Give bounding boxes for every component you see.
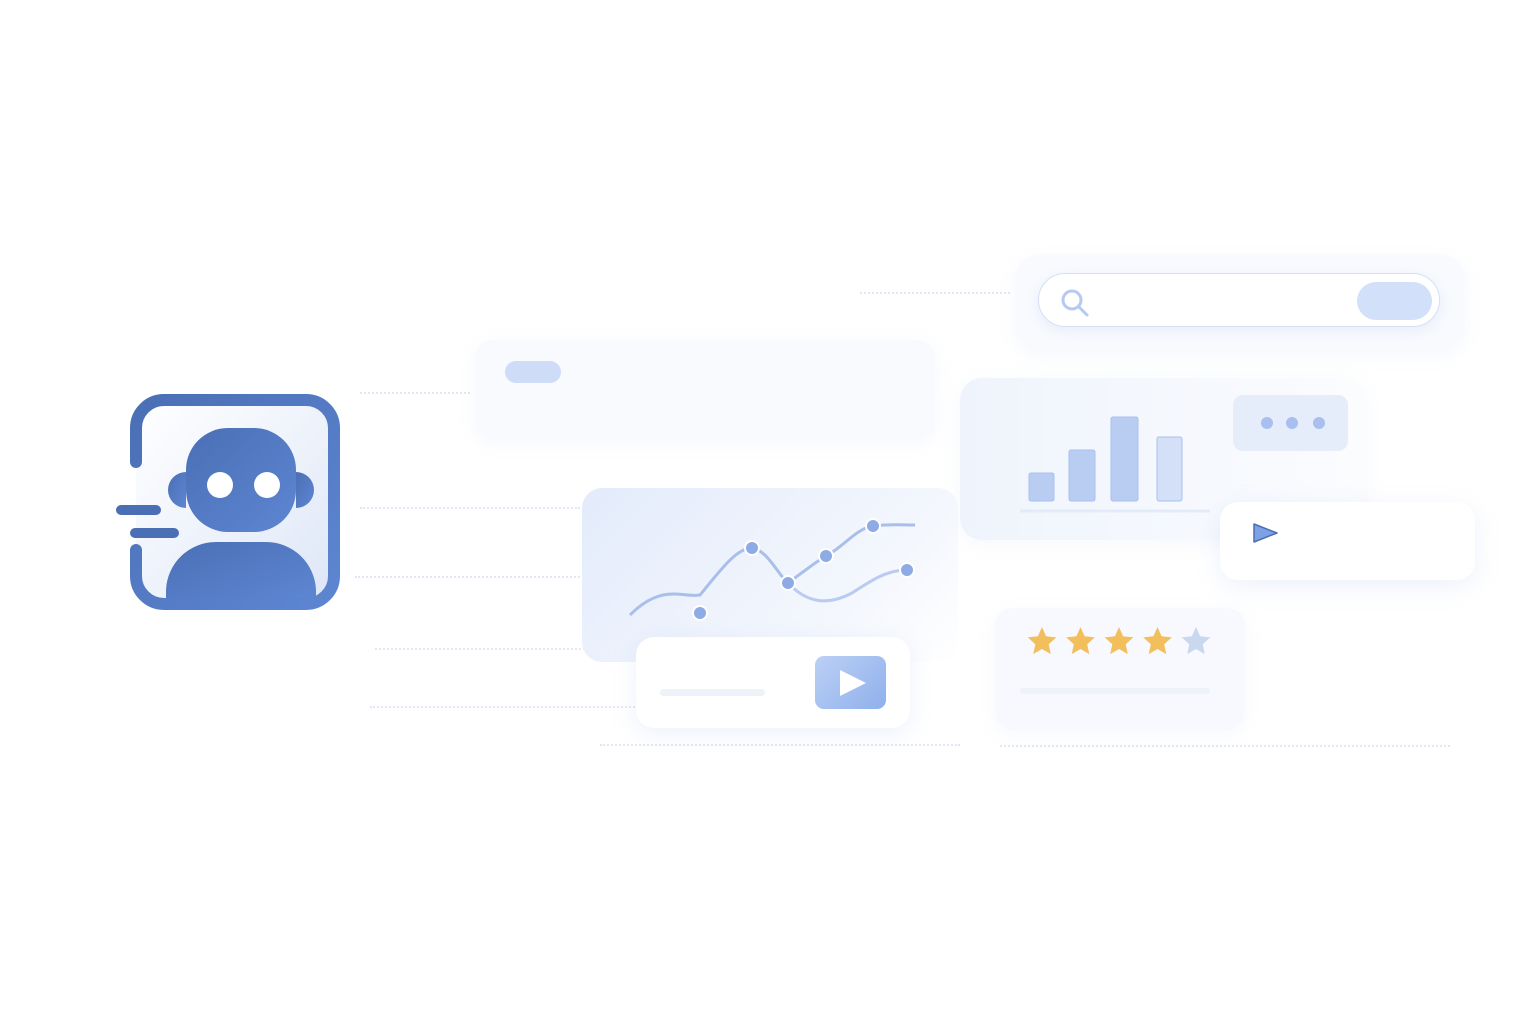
data-point: [865, 518, 881, 534]
robot-eye: [254, 472, 280, 498]
data-point: [780, 575, 796, 591]
connector-line: [600, 744, 960, 746]
bar-chart: [1020, 416, 1210, 513]
data-point: [744, 540, 760, 556]
play-icon[interactable]: [1252, 522, 1280, 544]
ellipsis-icon[interactable]: [1233, 395, 1348, 451]
star-icon[interactable]: [1181, 627, 1211, 655]
star-icon[interactable]: [1027, 627, 1057, 655]
star-icon[interactable]: [1143, 627, 1172, 655]
star-icon[interactable]: [1066, 627, 1095, 655]
bar: [1028, 472, 1055, 502]
motion-lines-icon: [116, 505, 179, 538]
connector-line: [360, 507, 580, 509]
bar: [1156, 436, 1183, 502]
connector-line: [860, 292, 1010, 294]
line-series-1: [628, 523, 916, 617]
robot-icon: [116, 394, 340, 610]
placeholder-pill: [505, 361, 561, 383]
line-chart: [628, 518, 916, 621]
connector-line: [360, 392, 470, 394]
data-point: [692, 605, 708, 621]
placeholder-card: [475, 340, 935, 440]
star-rating: [1027, 627, 1211, 655]
frame: [130, 394, 340, 610]
line-chart-card: [582, 488, 958, 662]
placeholder-text-line: [660, 689, 765, 696]
play-button-icon[interactable]: [815, 656, 886, 709]
robot-body: [166, 541, 316, 598]
bar: [1110, 416, 1139, 502]
connector-line: [355, 576, 580, 578]
data-point: [899, 562, 915, 578]
search-icon: [1061, 289, 1089, 317]
video-card: [636, 637, 910, 728]
connector-line: [375, 648, 585, 650]
bar: [1068, 449, 1096, 502]
search-button[interactable]: [1357, 282, 1432, 320]
connector-line: [1000, 745, 1450, 747]
robot-eye: [207, 472, 233, 498]
line-series-2: [786, 568, 908, 603]
rating-card: [995, 608, 1245, 730]
data-point: [818, 548, 834, 564]
star-icon[interactable]: [1104, 627, 1134, 655]
robot-head: [186, 428, 296, 532]
search-input[interactable]: [1038, 273, 1440, 327]
media-card: [1220, 502, 1475, 580]
connector-line: [370, 706, 635, 708]
placeholder-text-line: [1020, 688, 1210, 694]
